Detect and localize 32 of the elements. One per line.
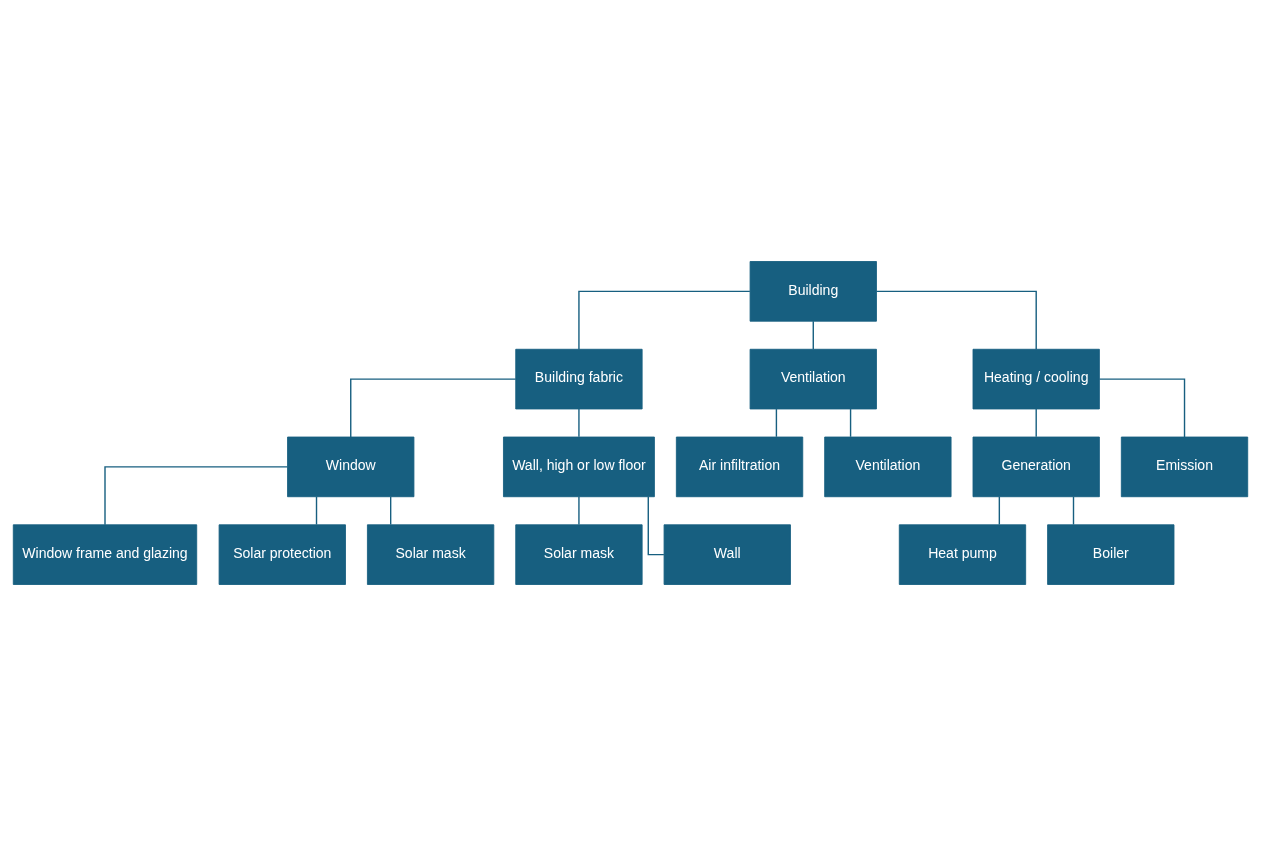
node-box: Wall, high or low floor xyxy=(503,436,655,497)
node-box: Emission xyxy=(1120,436,1249,497)
node-box: Ventilation xyxy=(824,436,952,497)
connector xyxy=(315,495,318,525)
node-box: Ventilation xyxy=(749,348,877,409)
connector xyxy=(1072,495,1075,525)
node-box: Boiler xyxy=(1047,523,1175,585)
connector xyxy=(775,407,778,437)
connector xyxy=(998,495,1001,525)
connector xyxy=(104,465,289,525)
node-box: Building fabric xyxy=(515,348,643,409)
node-box: Window xyxy=(287,436,415,497)
connector xyxy=(578,407,580,437)
node-box: Solar mask xyxy=(515,523,643,585)
connector xyxy=(578,495,580,525)
connector xyxy=(812,320,814,350)
connector xyxy=(390,495,392,525)
node-box: Air infiltration xyxy=(675,436,804,497)
node-box: Solar mask xyxy=(367,523,495,585)
connector xyxy=(1098,377,1186,438)
node-box: Generation xyxy=(972,436,1100,497)
connector xyxy=(875,290,1037,350)
connector xyxy=(1035,407,1037,437)
node-box: Building xyxy=(749,260,877,322)
node-box: Window frame and glazing xyxy=(12,523,198,585)
node-box: Solar protection xyxy=(218,523,346,585)
node-box: Wall xyxy=(663,523,791,585)
connector xyxy=(350,377,517,438)
connector xyxy=(849,407,852,437)
node-box: Heat pump xyxy=(898,523,1027,585)
connector xyxy=(578,290,751,350)
node-box: Heating / cooling xyxy=(972,348,1100,409)
